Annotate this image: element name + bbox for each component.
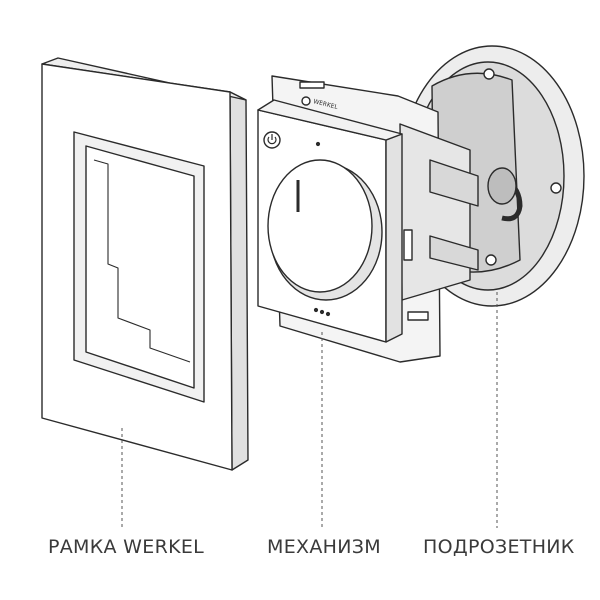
plate-slot-top [299,81,325,89]
plate-slot-bottom [407,311,429,321]
brand-logo-icon [301,96,311,106]
box-screw-top [483,68,495,80]
indicator-dot-a [313,307,319,313]
indicator-dot-c [325,311,331,317]
mechanism-claw-lower [429,235,479,271]
box-cable-entry [487,167,517,205]
rotary-knob [267,159,373,293]
frame-side-edge [229,91,249,471]
mechanism-claw-upper [429,159,479,207]
frame-window-step [93,159,191,363]
label-frame: РАМКА WERKEL [48,536,205,558]
mechanism-side-body [399,123,471,301]
plate-slot-side [403,229,413,261]
label-junction-box: ПОДРОЗЕТНИК [423,536,575,558]
mechanism-cover-edge [385,133,403,343]
frame [41,57,249,471]
power-icon-glyph [267,134,277,145]
label-mechanism: МЕХАНИЗМ [267,536,381,558]
indicator-dot-top [315,141,321,147]
mechanism-cover-top-edge [257,99,403,141]
indicator-dot-b [319,309,325,315]
frame-window-insert [85,145,195,389]
box-screw-bottom [485,254,497,266]
mechanism: WERKEL [257,75,479,363]
box-screw-right [550,182,562,194]
